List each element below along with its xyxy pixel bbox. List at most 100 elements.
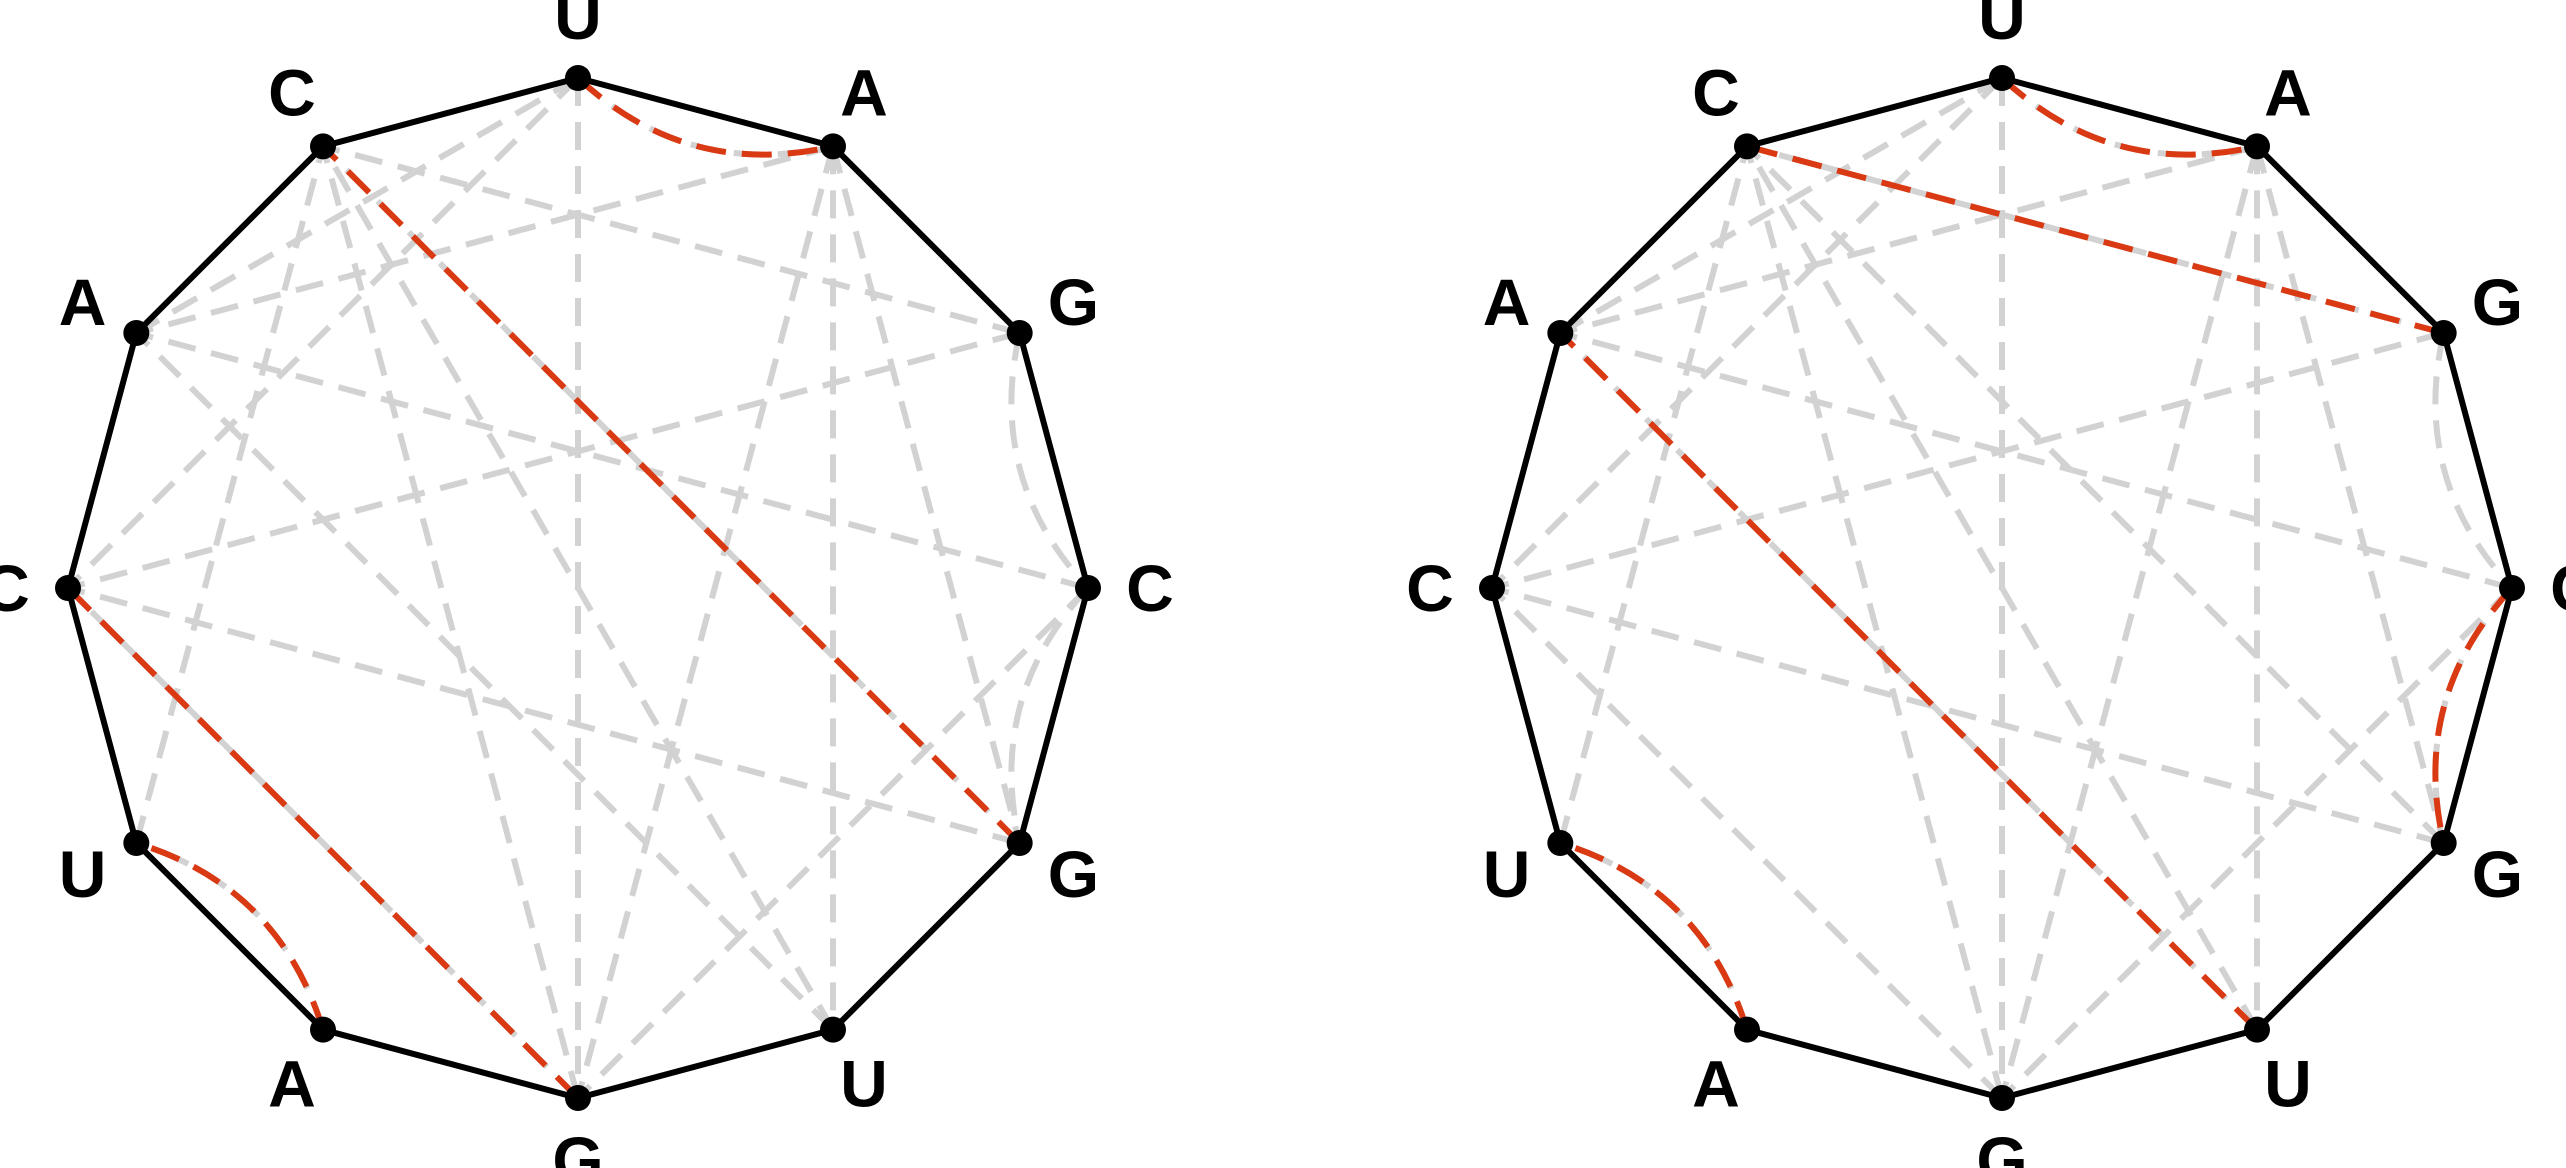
backbone	[1489, 75, 2515, 1101]
candidate-pair-3-6	[575, 585, 1091, 1101]
backbone-edge-6	[1744, 1026, 2005, 1101]
candidate-pair-3-10	[1559, 330, 2513, 591]
candidate-pair-8-11	[1557, 145, 1750, 844]
selected-pair-0-1	[1999, 75, 2258, 158]
selected-pair-6-9	[65, 585, 581, 1101]
backbone-edge-8	[1489, 585, 1564, 846]
selected-pairs	[65, 75, 1022, 1101]
nucleotide-node-5	[820, 1016, 846, 1043]
nucleotide-node-2	[2430, 320, 2457, 346]
backbone-edge-2	[2440, 330, 2515, 591]
nucleotide-node-9	[55, 575, 81, 601]
selected-pair-4-11	[320, 144, 1022, 846]
candidate-pair-2-9	[1491, 330, 2445, 591]
candidate-pair-3-4	[1008, 585, 1091, 844]
backbone-edge-2	[1016, 330, 1091, 591]
backbone-edge-10	[1557, 143, 1750, 336]
nucleotide-label-6: G	[1976, 1123, 2027, 1168]
nucleotide-node-9	[1479, 575, 1505, 601]
candidate-pair-1-4	[830, 145, 1023, 844]
nucleotide-label-0: U	[554, 0, 602, 53]
selected-pair-3-4	[2432, 585, 2515, 844]
candidate-pair-6-11	[1744, 145, 2005, 1099]
nucleotide-label-7: A	[1692, 1046, 1740, 1120]
nucleotide-label-3: C	[2550, 551, 2566, 625]
nucleotide-node-0	[565, 65, 591, 91]
nucleotide-label-9: C	[0, 551, 30, 625]
backbone-edge-1	[830, 143, 1023, 336]
candidate-pair-3-6	[1999, 585, 2515, 1101]
nucleotide-node-1	[820, 133, 846, 160]
backbone-edge-7	[1557, 840, 1750, 1033]
backbone-edge-6	[320, 1026, 581, 1101]
selected-pairs	[1558, 75, 2515, 1032]
nucleotide-label-7: A	[268, 1046, 316, 1120]
backbone-edge-0	[575, 75, 836, 150]
nucleotide-node-3	[2499, 575, 2525, 601]
backbone-edge-11	[1744, 75, 2005, 150]
candidate-pair-1-10	[1559, 143, 2258, 336]
nucleotide-label-8: U	[1483, 837, 1531, 911]
candidate-pair-1-4	[2254, 145, 2447, 844]
candidate-pair-0-9	[65, 75, 581, 591]
backbone-edge-10	[133, 143, 326, 336]
nucleotide-node-1	[2244, 133, 2270, 160]
candidate-pair-2-11	[1746, 143, 2445, 336]
backbone-edge-9	[65, 330, 140, 591]
nucleotide-label-5: U	[2264, 1046, 2312, 1120]
nucleotide-node-3	[1075, 575, 1101, 601]
candidate-pair-6-9	[65, 585, 581, 1101]
nucleotide-node-10	[1547, 320, 1574, 346]
nucleotide-node-7	[1734, 1016, 1760, 1043]
candidate-pair-1-6	[575, 145, 836, 1099]
nucleotide-label-4: G	[2472, 837, 2523, 911]
candidate-pair-4-9	[1491, 585, 2445, 846]
nucleotide-label-2: G	[1048, 265, 1099, 339]
candidate-pair-1-10	[135, 143, 834, 336]
nucleotide-node-4	[2430, 830, 2457, 856]
candidate-pair-1-6	[1999, 145, 2260, 1099]
backbone-edge-4	[2254, 840, 2447, 1033]
candidate-pair-8-11	[133, 145, 326, 844]
backbone-edge-7	[133, 840, 326, 1033]
candidate-pair-2-9	[67, 330, 1021, 591]
candidate-pair-4-11	[1744, 144, 2446, 846]
nucleotide-label-2: G	[2472, 265, 2523, 339]
selected-pair-0-1	[575, 75, 834, 158]
nucleotide-label-10: A	[59, 265, 107, 339]
selected-pair-7-8	[135, 840, 326, 1031]
backbone-edge-3	[1016, 585, 1091, 846]
nucleotide-label-0: U	[1978, 0, 2026, 53]
nucleotide-node-8	[1547, 830, 1574, 856]
nucleotide-label-6: G	[552, 1123, 603, 1168]
nucleotide-label-9: C	[1406, 551, 1454, 625]
nucleotide-node-5	[2244, 1016, 2270, 1043]
nucleotide-label-4: G	[1048, 837, 1099, 911]
nucleotide-label-5: U	[840, 1046, 888, 1120]
candidate-pair-4-11	[320, 144, 1022, 846]
candidate-pair-5-11	[1744, 144, 2260, 1032]
nucleotide-node-8	[123, 830, 150, 856]
candidate-pair-2-11	[322, 143, 1021, 336]
nucleotide-node-7	[310, 1016, 336, 1043]
candidate-pair-6-9	[1489, 585, 2005, 1101]
backbone-edge-8	[65, 585, 140, 846]
backbone-edge-5	[575, 1026, 836, 1101]
nucleotide-node-0	[1989, 65, 2015, 91]
backbone-edge-3	[2440, 585, 2515, 846]
nucleotide-label-1: A	[840, 56, 888, 130]
candidate-pair-4-9	[67, 585, 1021, 846]
nucleotide-node-10	[123, 320, 150, 346]
nucleotide-label-11: C	[268, 56, 316, 130]
backbone-edge-0	[1999, 75, 2260, 150]
candidate-pair-5-10	[1558, 330, 2260, 1032]
nucleotide-label-10: A	[1483, 265, 1531, 339]
backbone-edge-9	[1489, 330, 1564, 591]
backbone-edge-5	[1999, 1026, 2260, 1101]
candidate-pair-6-11	[320, 145, 581, 1099]
candidate-pairs	[1489, 75, 2515, 1101]
